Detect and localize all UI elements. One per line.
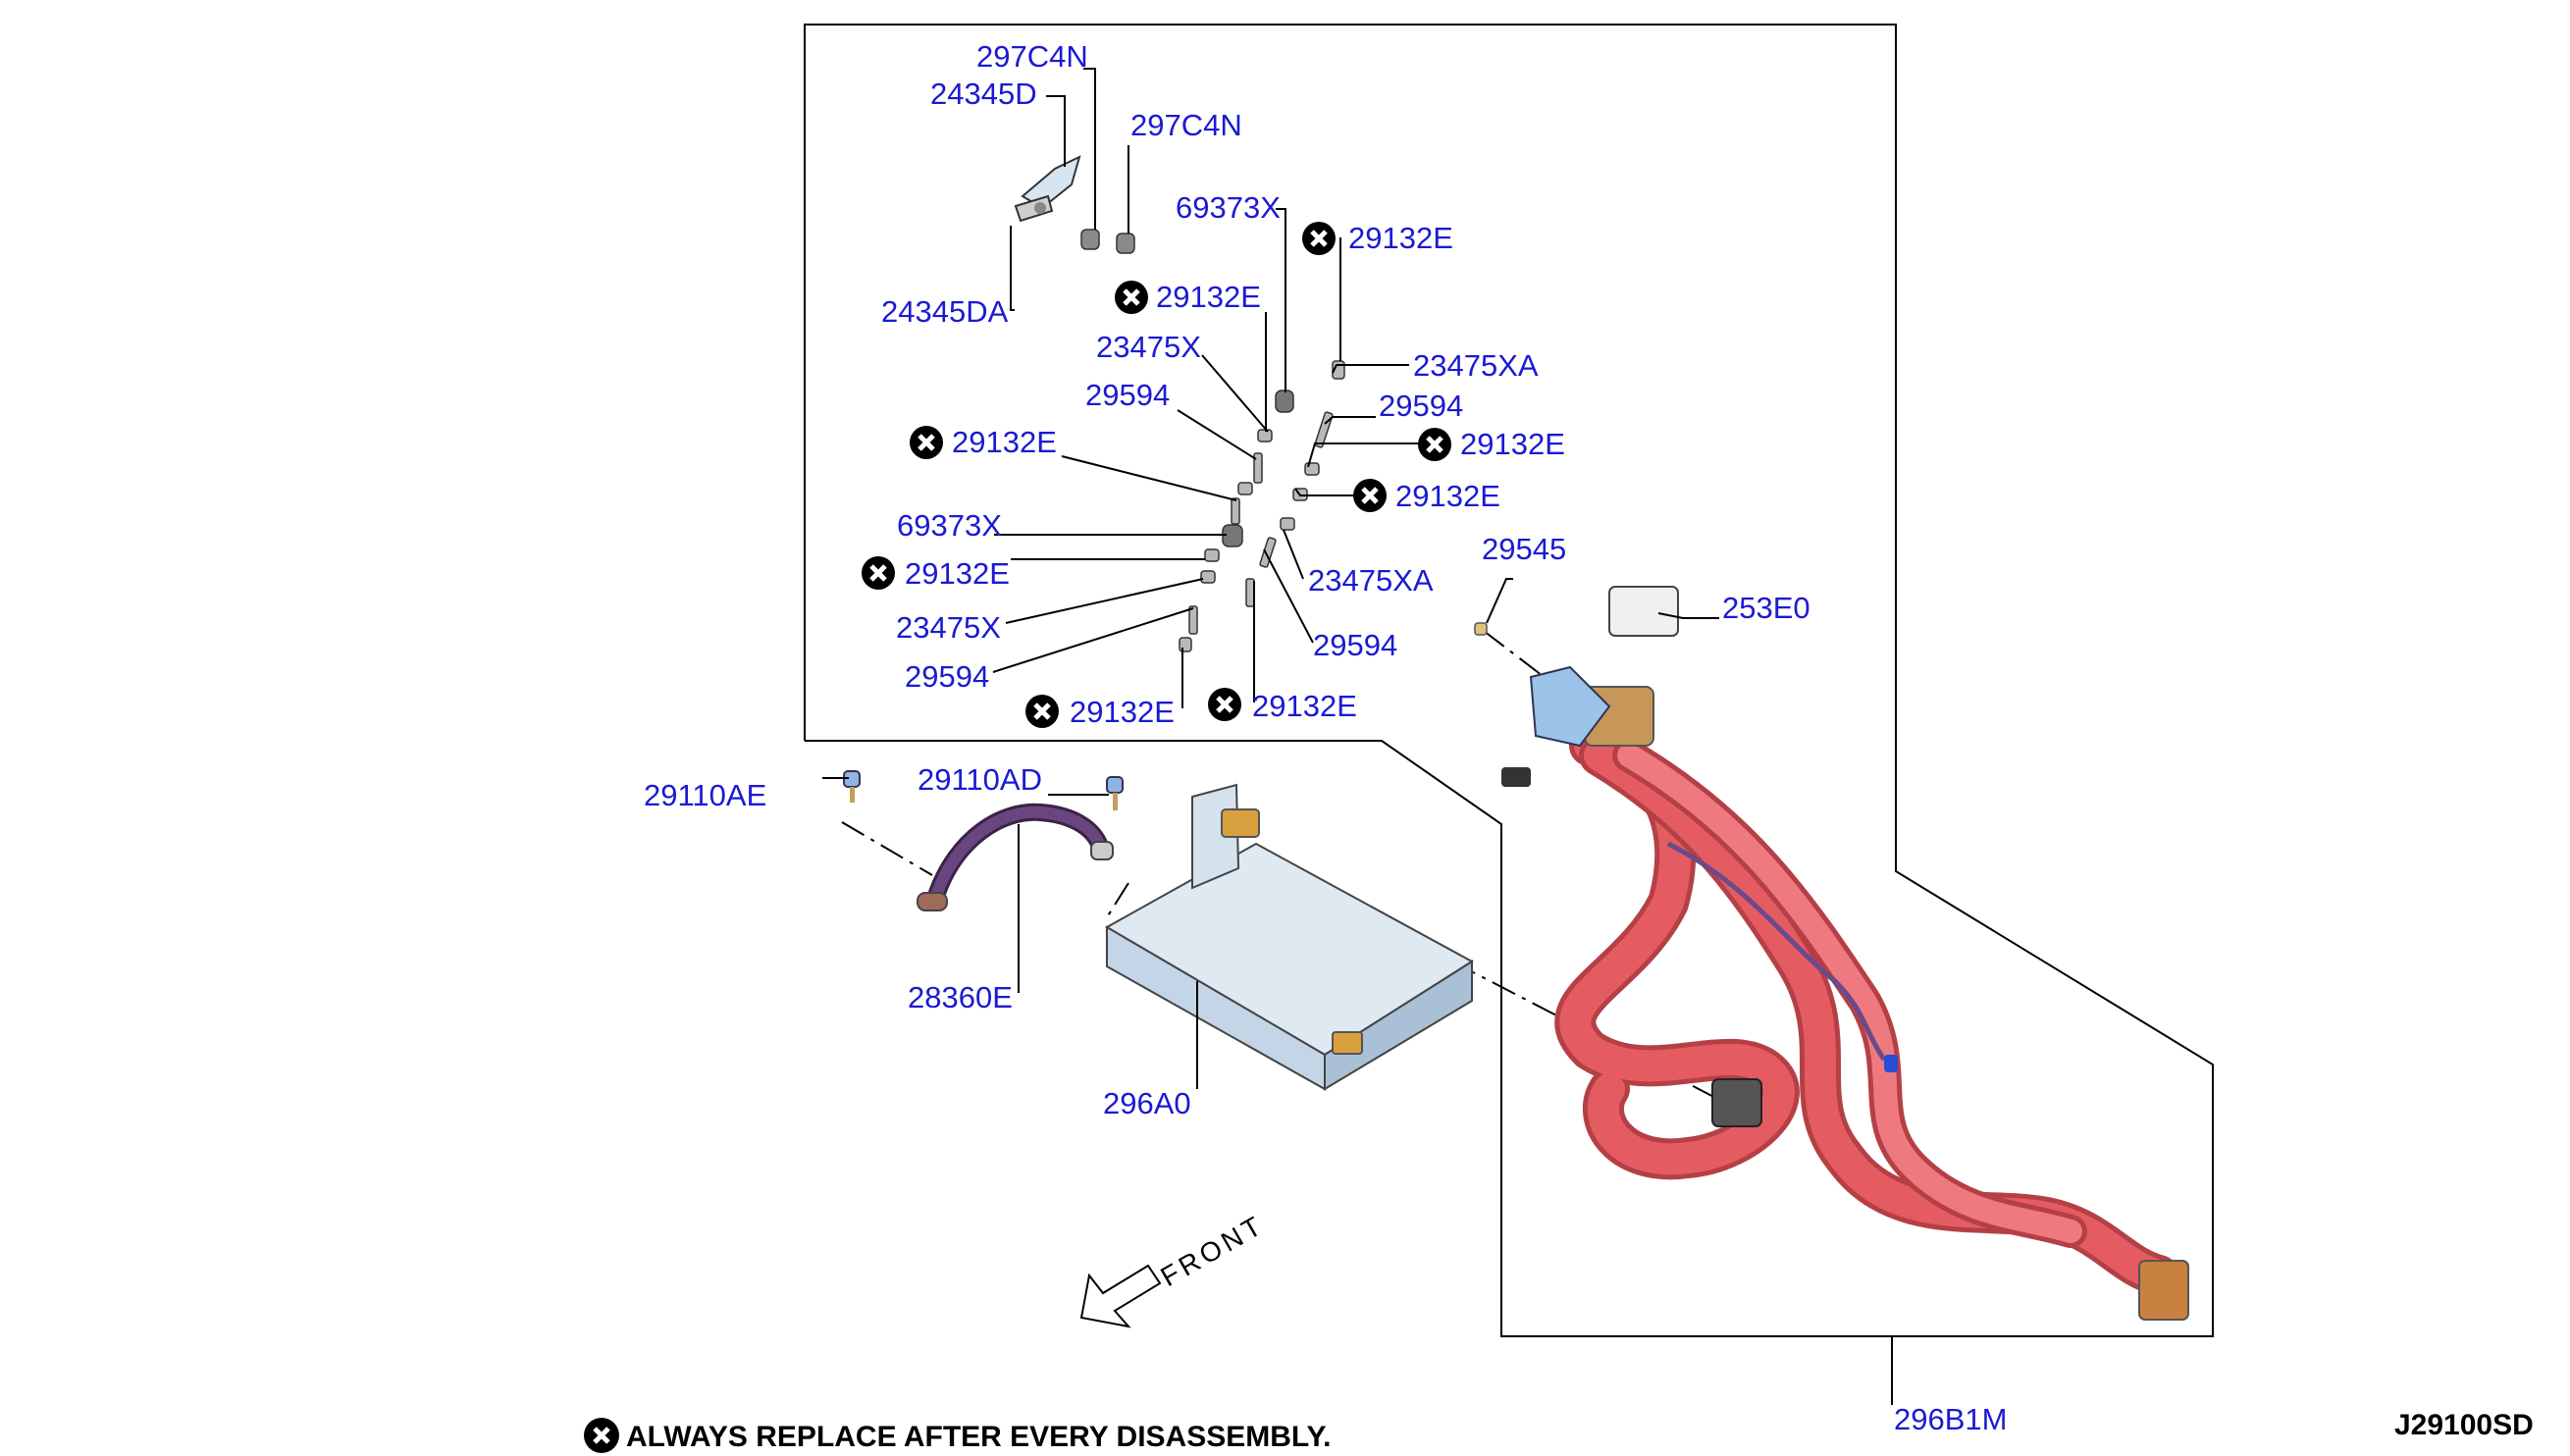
hose-clamp-29110ad-part bbox=[1106, 776, 1124, 810]
coolant-hose-part bbox=[917, 803, 1114, 911]
assembly-line-hose bbox=[841, 821, 933, 876]
power-control-module-part bbox=[1104, 783, 1474, 1091]
callout-69373x-upper: 69373X bbox=[1176, 190, 1281, 225]
callout-29132e-upper-left: 29132E bbox=[1156, 280, 1261, 314]
callout-28360e: 28360E bbox=[908, 980, 1013, 1014]
callout-297c4n-upper: 297C4N bbox=[976, 39, 1088, 74]
assembly-line-bolt bbox=[1106, 882, 1129, 918]
wiring-harness-part bbox=[1501, 586, 2189, 1321]
callout-23475x-upper: 23475X bbox=[1096, 330, 1201, 364]
callout-253e0: 253E0 bbox=[1722, 591, 1810, 625]
callout-29594-lower-right: 29594 bbox=[1313, 628, 1397, 662]
leader-lines bbox=[822, 68, 1893, 1405]
callout-29132e-mid-left: 29132E bbox=[952, 425, 1057, 459]
callout-296a0: 296A0 bbox=[1103, 1086, 1191, 1120]
small-hardware-stack bbox=[1179, 360, 1345, 652]
callout-29594-lower-left: 29594 bbox=[905, 659, 989, 694]
callout-23475xa-lower: 23475XA bbox=[1308, 563, 1434, 598]
callout-29132e-mid-right: 29132E bbox=[1460, 427, 1565, 461]
callout-29132e-lower-left: 29132E bbox=[905, 556, 1010, 591]
clip-29545-part bbox=[1474, 622, 1488, 636]
nut-297c4n-part bbox=[1080, 229, 1135, 254]
callout-29594-upper-left: 29594 bbox=[1085, 378, 1170, 412]
callout-24345da: 24345DA bbox=[881, 294, 1009, 329]
upper-parts-frame bbox=[804, 24, 2214, 1337]
callout-23475x-lower: 23475X bbox=[896, 610, 1001, 645]
callout-29110ae: 29110AE bbox=[644, 778, 766, 812]
callout-296b1m: 296B1M bbox=[1894, 1402, 2007, 1436]
hose-clamp-29110ae-part bbox=[843, 770, 861, 803]
bracket-24345d-part bbox=[1014, 155, 1081, 223]
callout-29132e-mid-right-lower: 29132E bbox=[1395, 479, 1500, 513]
callout-69373x-lower: 69373X bbox=[897, 508, 1002, 543]
callout-29110ad: 29110AD bbox=[918, 762, 1042, 797]
callout-23475xa-upper: 23475XA bbox=[1413, 348, 1539, 383]
front-direction-arrow: FRONT bbox=[1079, 1209, 1270, 1328]
callout-29594-upper-right: 29594 bbox=[1379, 389, 1463, 423]
callout-29545: 29545 bbox=[1482, 532, 1566, 566]
callout-29132e-bottom-left: 29132E bbox=[1070, 695, 1175, 729]
front-label: FRONT bbox=[1156, 1209, 1270, 1292]
diagram-code: J29100SD bbox=[2394, 1409, 2534, 1441]
replace-marker-symbols bbox=[584, 222, 1451, 1453]
callout-29132e-bottom-right: 29132E bbox=[1252, 689, 1357, 723]
replace-note-text: ALWAYS REPLACE AFTER EVERY DISASSEMBLY. bbox=[626, 1421, 1332, 1453]
callout-29132e-upper-right: 29132E bbox=[1348, 221, 1453, 255]
callout-24345d: 24345D bbox=[930, 77, 1037, 111]
callout-297c4n-lower: 297C4N bbox=[1130, 108, 1242, 142]
